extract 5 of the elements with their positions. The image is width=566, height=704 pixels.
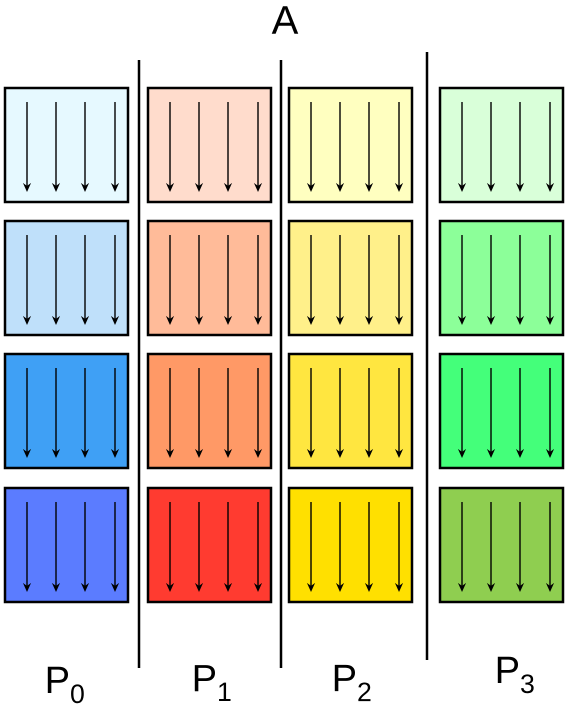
partition-label: P$_{3}$ xyxy=(498,656,534,694)
partition-label: P$_{2}$ xyxy=(334,664,370,702)
title: A xyxy=(272,6,298,34)
partition-label: P$_{1}$ xyxy=(194,665,231,701)
partition-label: P$_{0}$ xyxy=(48,666,84,704)
